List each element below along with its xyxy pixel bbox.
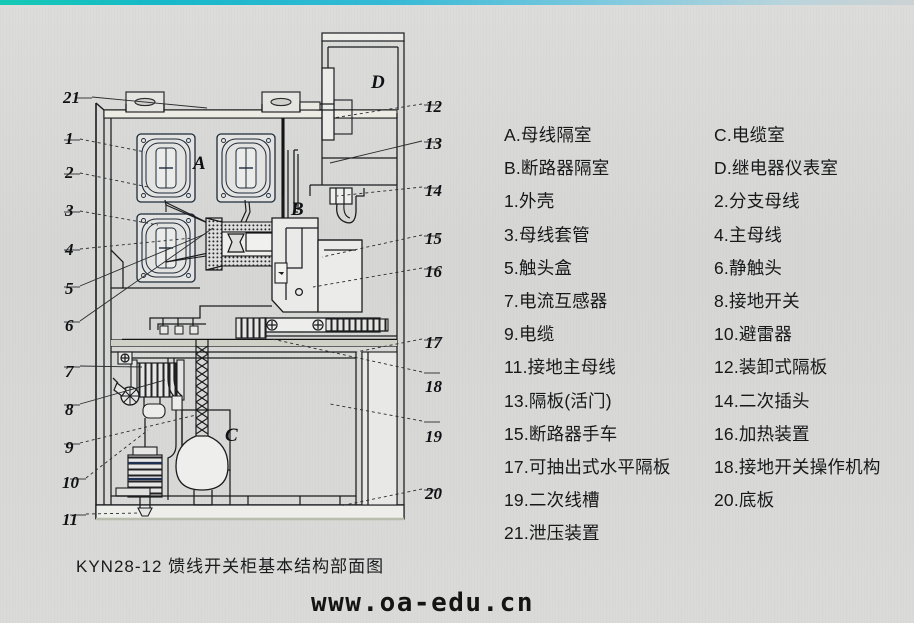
legend-item: B.断路器隔室	[504, 158, 610, 179]
legend-item: 18.接地开关操作机构	[714, 456, 881, 477]
legend-row: 11.接地主母线 12.装卸式隔板	[498, 354, 910, 387]
leader-line-8	[79, 379, 166, 405]
callout-13: 13	[425, 134, 442, 153]
legend-row: 3.母线套管 4.主母线	[498, 222, 910, 255]
legend-item: 10.避雷器	[714, 324, 793, 345]
legend-row: 17.可抽出式水平隔板 18.接地开关操作机构	[498, 454, 910, 487]
legend-row: 9.电缆 10.避雷器	[498, 321, 910, 354]
legend-item: 1.外壳	[504, 191, 555, 212]
callout-6: 6	[65, 316, 74, 335]
callout-16: 16	[425, 262, 442, 281]
legend-item: 9.电缆	[504, 324, 555, 345]
callout-12: 12	[425, 97, 442, 116]
legend-row: 1.外壳 2.分支母线	[498, 188, 910, 221]
legend-item: D.继电器仪表室	[714, 158, 839, 179]
legend-item: C.电缆室	[714, 125, 785, 145]
leader-line-17	[355, 338, 423, 353]
leader-line-18	[271, 338, 423, 373]
legend-item: 3.母线套管	[504, 224, 590, 245]
callout-21: 21	[63, 88, 80, 107]
legend-item: 4.主母线	[714, 224, 783, 245]
callout-3: 3	[65, 201, 74, 220]
callout-15: 15	[425, 229, 442, 248]
figure-caption: KYN28-12 馈线开关柜基本结构部面图	[76, 557, 385, 576]
legend-row: A.母线隔室 C.电缆室	[498, 122, 910, 155]
callout-9: 9	[65, 438, 74, 457]
leader-line-5	[79, 233, 206, 287]
legend-row: 19.二次线槽 20.底板	[498, 487, 910, 520]
callout-5: 5	[65, 279, 74, 298]
leader-line-15	[321, 234, 423, 258]
compartment-label-B: B	[291, 199, 304, 220]
leader-line-13	[329, 140, 423, 164]
legend-row: 13.隔板(活门) 14.二次插头	[498, 388, 910, 421]
callout-2: 2	[65, 163, 74, 182]
legend-item: 6.静触头	[714, 257, 783, 278]
legend-item: 15.断路器手车	[504, 423, 618, 444]
callout-10: 10	[62, 473, 79, 492]
leader-line-4	[79, 237, 193, 250]
callout-11: 11	[62, 510, 79, 529]
legend-item: 20.底板	[714, 490, 775, 511]
legend-list: A.母线隔室 C.电缆室 B.断路器隔室 D.继电器仪表室 1.外壳 2.分支母线 3.母线…	[498, 122, 910, 553]
callout-19: 19	[425, 427, 442, 446]
compartment-label-D: D	[371, 72, 385, 93]
legend-item: 19.二次线槽	[504, 490, 600, 511]
callout-8: 8	[65, 400, 74, 419]
leader-line-3	[79, 210, 159, 226]
leader-line-14	[336, 186, 423, 197]
legend-item: 8.接地开关	[714, 290, 800, 311]
compartment-label-A: A	[193, 153, 206, 174]
site-watermark: www.oa-edu.cn	[311, 588, 534, 618]
leader-line-16	[312, 267, 423, 288]
legend-item: A.母线隔室	[504, 125, 592, 145]
leader-line-7	[79, 365, 143, 368]
legend-item: 16.加热装置	[714, 423, 810, 444]
callout-7: 7	[65, 362, 74, 381]
legend-row: 21.泄压装置	[498, 520, 910, 553]
callout-14: 14	[425, 181, 442, 200]
legend-item: 17.可抽出式水平隔板	[504, 456, 671, 477]
legend-item: 21.泄压装置	[504, 523, 600, 544]
legend-item: 12.装卸式隔板	[714, 357, 828, 378]
callout-17: 17	[425, 333, 442, 352]
leader-line-9	[79, 414, 197, 444]
legend-row: 15.断路器手车 16.加热装置	[498, 421, 910, 454]
callout-20: 20	[425, 484, 442, 503]
legend-row: 5.触头盒 6.静触头	[498, 255, 910, 288]
legend-item: 11.接地主母线	[504, 357, 617, 378]
legend-item: 13.隔板(活门)	[504, 390, 612, 411]
legend-item: 2.分支母线	[714, 191, 800, 212]
leader-line-20	[339, 488, 423, 507]
leader-line-21	[91, 96, 208, 109]
legend-item: 7.电流互感器	[504, 290, 608, 311]
legend-item: 14.二次插头	[714, 390, 810, 411]
leader-line-6	[79, 227, 214, 322]
legend-row: 7.电流互感器 8.接地开关	[498, 288, 910, 321]
leader-line-10	[85, 429, 149, 479]
callout-18: 18	[425, 377, 442, 396]
legend-item: 5.触头盒	[504, 257, 573, 278]
compartment-label-C: C	[225, 425, 238, 446]
top-accent-strip	[0, 0, 914, 5]
callout-4: 4	[65, 240, 74, 259]
legend-row: B.断路器隔室 D.继电器仪表室	[498, 155, 910, 188]
leader-line-1	[79, 138, 146, 153]
callout-1: 1	[65, 129, 74, 148]
